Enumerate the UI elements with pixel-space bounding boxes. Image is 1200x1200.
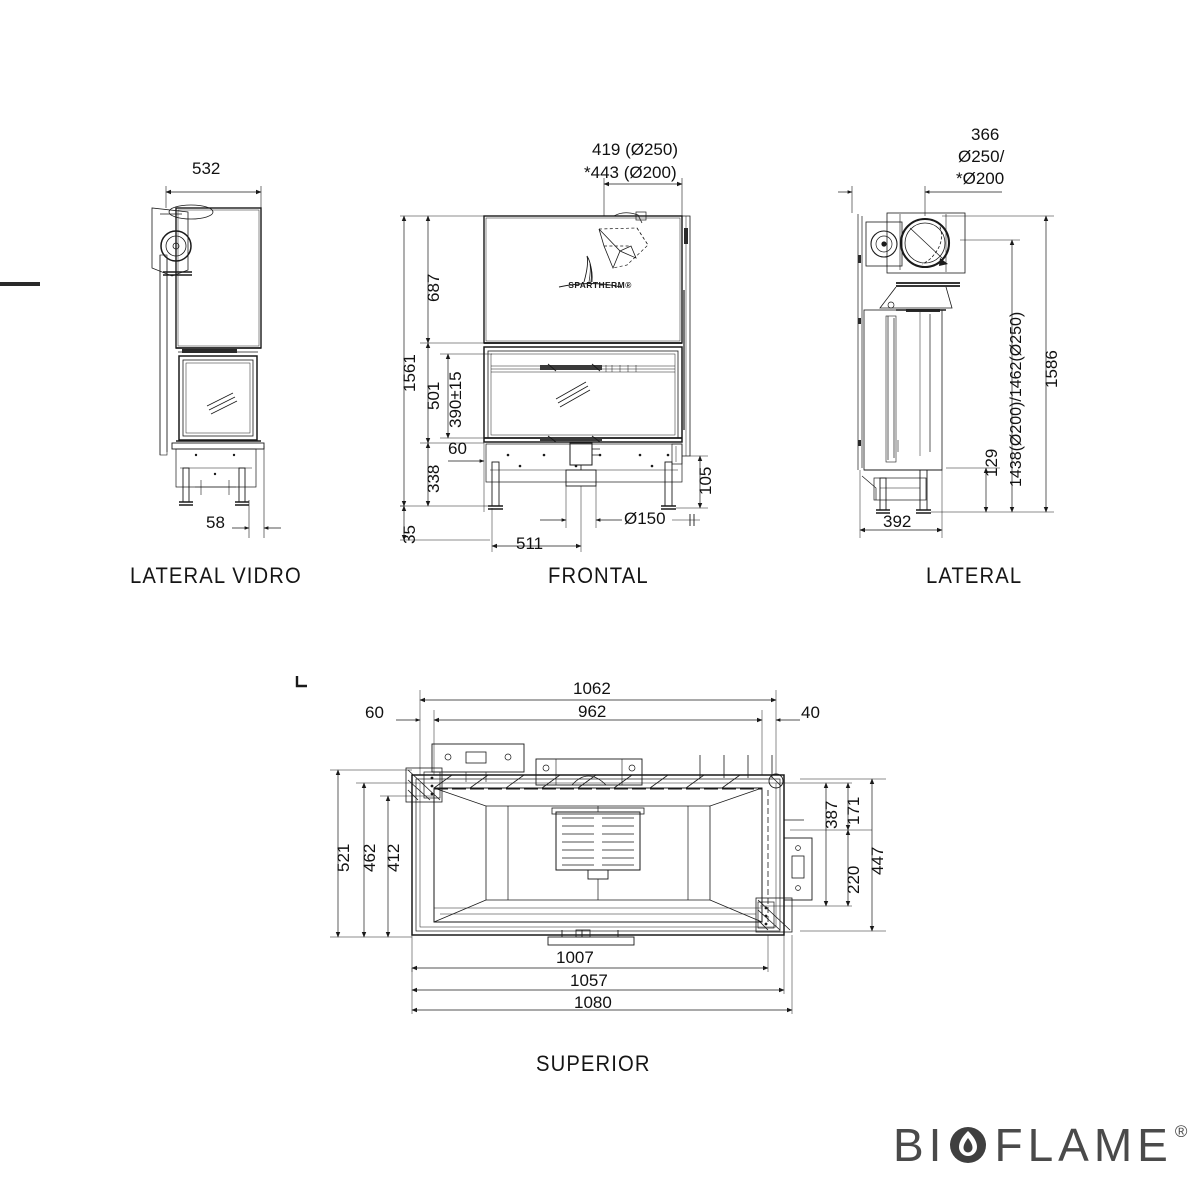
dim-label-1438-1462: 1438(Ø200)/1462(Ø250)	[1008, 311, 1025, 487]
dim-label-390: 390±15	[446, 371, 465, 428]
dim-lateral-1438-1462	[960, 239, 1020, 513]
dim-lateral-vidro-532	[165, 186, 262, 208]
dim-superior-387	[760, 782, 852, 907]
view-superior-geometry	[295, 676, 813, 946]
dim-superior-521	[330, 769, 412, 938]
bioflame-logo: BI FLAME ®	[893, 1118, 1187, 1172]
dim-superior-1080	[411, 935, 793, 1014]
dim-frontal-d150	[540, 486, 700, 528]
view-lateral-vidro-geometry	[151, 204, 265, 506]
dim-label-1586: 1586	[1042, 350, 1061, 388]
dim-label-387: 387	[822, 800, 841, 829]
dim-label-462: 462	[360, 843, 379, 872]
dim-label-366: 366	[971, 125, 1000, 144]
dim-lateral-1586	[931, 215, 1054, 513]
dim-label-532: 532	[192, 159, 221, 178]
dim-label-1561: 1561	[400, 354, 419, 392]
dim-lateral-392	[859, 470, 943, 538]
dim-label-962: 962	[578, 702, 607, 721]
dim-superior-462	[356, 782, 420, 938]
dim-label-392: 392	[883, 512, 912, 531]
dim-frontal-501	[420, 342, 484, 444]
dim-label-521: 521	[334, 843, 353, 872]
dim-label-220: 220	[844, 865, 863, 894]
view-frontal-geometry: SPARTHERM®	[483, 211, 691, 510]
flame-circle-icon	[948, 1125, 988, 1165]
dim-label-1062: 1062	[573, 679, 611, 698]
dim-label-105: 105	[696, 466, 715, 495]
dim-label-60: 60	[448, 439, 467, 458]
dim-label-501: 501	[424, 381, 443, 410]
dim-label-1057: 1057	[570, 971, 608, 990]
dim-superior-412	[380, 795, 434, 938]
dim-label-129: 129	[982, 448, 1001, 477]
dim-superior-1007	[411, 935, 769, 972]
dim-label-35: 35	[400, 525, 419, 544]
dim-frontal-35	[400, 505, 490, 541]
dim-superior-171	[790, 782, 872, 831]
dim-label-447: 447	[868, 846, 887, 875]
dim-label-1080: 1080	[574, 993, 612, 1012]
dim-frontal-flue	[603, 178, 683, 216]
logo-text-right: FLAME	[994, 1119, 1173, 1171]
dim-frontal-1561	[400, 215, 492, 507]
view-label-lateral-vidro: LATERAL VIDRO	[130, 563, 302, 588]
dim-superior-962	[433, 710, 763, 775]
registered-trademark-icon: ®	[1174, 1122, 1188, 1141]
dim-label-d150: Ø150	[624, 509, 666, 528]
logo-text-left: BI	[893, 1119, 947, 1171]
dim-lateral-129	[946, 467, 1000, 513]
dim-label-58: 58	[206, 513, 225, 532]
dim-label-plan-40: 40	[801, 703, 820, 722]
dim-label-687: 687	[424, 273, 443, 302]
view-label-frontal: FRONTAL	[548, 563, 649, 588]
dim-lateral-366	[838, 186, 1002, 216]
view-lateral-geometry	[0, 212, 966, 514]
dim-label-511: 511	[516, 534, 544, 553]
dim-superior-447	[800, 778, 886, 932]
dim-label-d250: Ø250/	[958, 147, 1005, 166]
dim-label-419-d250: 419 (Ø250)	[592, 140, 678, 159]
svg-text:SPARTHERM®: SPARTHERM®	[568, 280, 632, 290]
dim-label-d200: *Ø200	[956, 169, 1005, 188]
dim-frontal-390	[440, 353, 492, 439]
dim-frontal-60	[448, 443, 485, 512]
dim-label-plan-60: 60	[365, 703, 384, 722]
dim-label-443-d200: *443 (Ø200)	[584, 163, 677, 182]
dim-label-412: 412	[384, 843, 403, 872]
dim-superior-1062	[419, 690, 777, 775]
dim-frontal-687	[420, 215, 484, 344]
view-label-superior: SUPERIOR	[536, 1051, 651, 1076]
dim-superior-1057	[411, 935, 785, 994]
dim-frontal-511	[491, 486, 582, 552]
view-label-lateral: LATERAL	[926, 563, 1023, 588]
dim-label-338: 338	[424, 464, 443, 493]
dim-label-1007: 1007	[556, 948, 594, 967]
dim-label-171: 171	[844, 796, 863, 825]
dim-frontal-105	[676, 455, 708, 509]
dim-lateral-vidro-58	[232, 446, 281, 538]
